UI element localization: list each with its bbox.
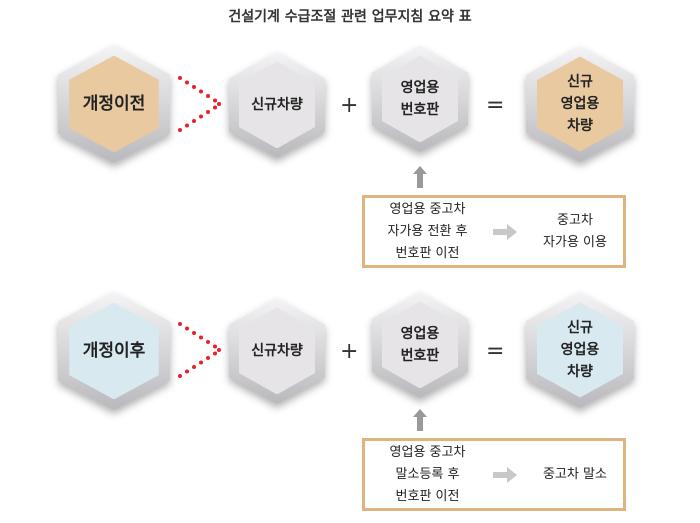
arrow-right-icon: [493, 223, 517, 240]
dotted-chevron-icon: [178, 322, 221, 378]
arrow-right-icon: [493, 466, 517, 483]
arrow-up-icon: [413, 166, 427, 188]
plus-sign: +: [340, 93, 359, 118]
note-right-text: 중고차 자가용 이용: [543, 212, 607, 250]
equals-sign: =: [486, 93, 505, 118]
note-left-text: 영업용 중고차 말소등록 후 번호판 이전: [389, 444, 466, 504]
note-box-before: 영업용 중고차 자가용 전환 후 번호판 이전 중고차 자가용 이용: [362, 195, 626, 268]
hex-text: 신규 영업용 차량: [536, 56, 624, 152]
hex-result: 신규 영업용 차량: [526, 292, 634, 408]
equals-sign: =: [486, 339, 505, 364]
note-box-after: 영업용 중고차 말소등록 후 번호판 이전 중고차 말소: [362, 438, 626, 511]
hex-new-vehicle: 신규차량: [229, 298, 325, 404]
hex-business-plate: 영업용 번호판: [372, 46, 468, 152]
diagram-title: 건설기계 수급조절 관련 업무지침 요약 표: [228, 9, 472, 25]
dotted-chevron-icon: [178, 76, 221, 132]
note-right-text: 중고차 말소: [543, 466, 607, 482]
hex-text: 신규 영업용 차량: [536, 302, 624, 398]
note-left-text: 영업용 중고차 자가용 전환 후 번호판 이전: [387, 201, 468, 261]
plus-sign: +: [340, 339, 359, 364]
hex-result: 신규 영업용 차량: [526, 46, 634, 162]
hex-after-label: 개정이후: [58, 292, 170, 410]
arrow-up-icon: [413, 409, 427, 431]
hex-before-label: 개정이전: [58, 45, 170, 163]
hex-new-vehicle: 신규차량: [229, 52, 325, 158]
hex-business-plate: 영업용 번호판: [372, 292, 468, 398]
